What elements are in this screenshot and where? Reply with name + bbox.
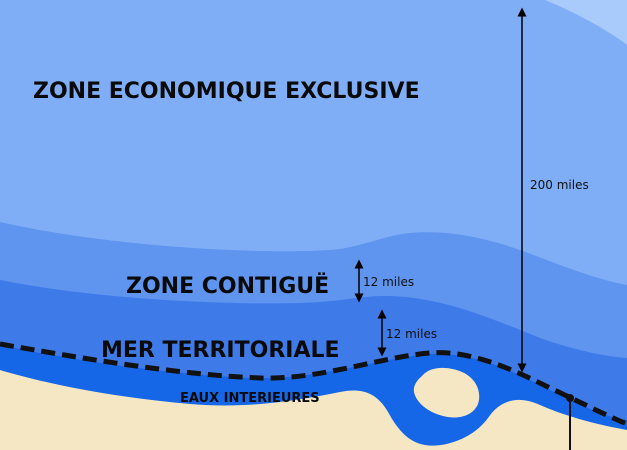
label-contiguous-zone: ZONE CONTIGUË bbox=[126, 273, 329, 299]
baseline-dashed bbox=[0, 341, 627, 427]
label-12-miles-territorial: 12 miles bbox=[386, 327, 437, 341]
label-territorial-sea: MER TERRITORIALE bbox=[101, 338, 340, 363]
label-eez: ZONE ECONOMIQUE EXCLUSIVE bbox=[33, 79, 420, 104]
label-200-miles: 200 miles bbox=[530, 178, 589, 192]
label-internal-waters: EAUX INTERIEURES bbox=[180, 391, 320, 406]
island bbox=[413, 367, 480, 418]
land-area bbox=[0, 370, 627, 450]
label-12-miles-contiguous: 12 miles bbox=[363, 275, 414, 289]
